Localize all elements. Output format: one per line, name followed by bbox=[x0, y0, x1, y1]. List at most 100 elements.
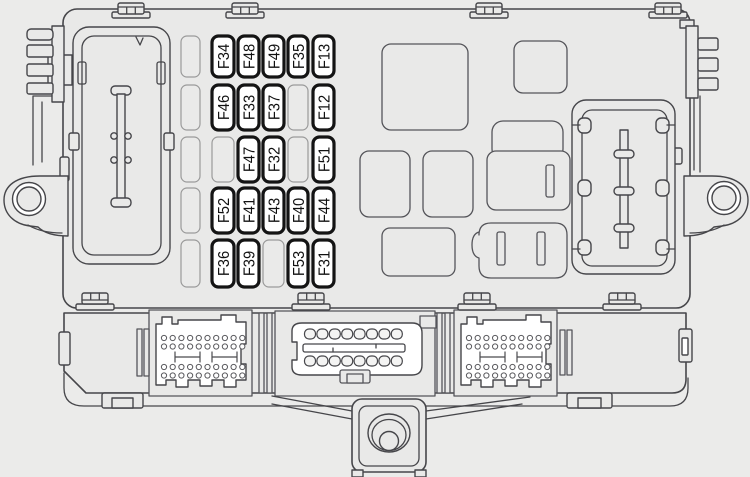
connector-pin-hole bbox=[535, 343, 542, 350]
fuse-label: F31 bbox=[316, 251, 333, 276]
connector-pin-hole bbox=[195, 363, 202, 371]
right-comb bbox=[671, 19, 719, 173]
fuse-F52: F52 bbox=[210, 186, 236, 235]
connector-pin-hole bbox=[221, 363, 228, 371]
connector-pin-hole bbox=[492, 372, 499, 379]
connector-pin-hole bbox=[160, 372, 168, 379]
left-ear-hole-inner bbox=[16, 186, 42, 212]
connector-pin-hole bbox=[178, 343, 185, 350]
connector-pin-hole bbox=[465, 363, 473, 371]
right-connector bbox=[571, 99, 676, 275]
connector-pin-hole bbox=[483, 363, 490, 371]
connector-pin-hole bbox=[509, 334, 516, 342]
left-mounting-ear bbox=[3, 175, 69, 237]
fuse-label: F41 bbox=[241, 198, 258, 223]
left-ear-lip bbox=[27, 224, 63, 234]
connector-pin-hole bbox=[492, 334, 499, 342]
connector-pin-hole bbox=[239, 372, 246, 379]
connector-pin-hole bbox=[178, 372, 185, 379]
fuse-slot-empty bbox=[262, 239, 285, 288]
fuse-label: F48 bbox=[241, 44, 258, 69]
connector-pin-hole bbox=[239, 343, 246, 350]
connector-pin-hole bbox=[239, 363, 246, 371]
relay-socket-large-square bbox=[381, 43, 469, 131]
left-connector bbox=[68, 26, 175, 265]
fuse-slot-empty bbox=[180, 187, 201, 234]
bottom-left-key-glyphs bbox=[174, 351, 238, 363]
connector-pin-hole bbox=[465, 343, 473, 350]
fuse-label: F33 bbox=[241, 95, 258, 120]
fuse-F43: F43 bbox=[261, 186, 286, 235]
connector-pin-hole bbox=[160, 334, 168, 342]
connector-pin bbox=[316, 328, 329, 340]
connector-pin-hole bbox=[213, 334, 220, 342]
relay-socket-vertical-1 bbox=[359, 150, 411, 218]
fuse-F31: F31 bbox=[311, 238, 336, 289]
connector-pin-hole bbox=[474, 372, 481, 379]
top-tab bbox=[111, 2, 151, 19]
connector-pin-hole bbox=[239, 334, 246, 342]
connector-pin-hole bbox=[544, 343, 551, 350]
connector-pin-hole bbox=[518, 372, 525, 379]
connector-pin-hole bbox=[465, 372, 473, 379]
fuse-label: F12 bbox=[316, 95, 333, 120]
connector-pin-hole bbox=[526, 372, 534, 379]
right-arm bbox=[693, 95, 701, 173]
connector-pin-hole bbox=[230, 372, 237, 379]
top-tab bbox=[648, 2, 688, 19]
bracket-hole-inner bbox=[378, 430, 400, 452]
connector-pin-hole bbox=[221, 334, 228, 342]
fuse-label: F35 bbox=[291, 44, 308, 69]
right-mounting-ear bbox=[683, 175, 749, 237]
fuse-label: F37 bbox=[266, 95, 283, 120]
connector-pin bbox=[353, 328, 366, 340]
bottom-left-connector bbox=[136, 309, 253, 397]
connector-pin-hole bbox=[221, 343, 228, 350]
connector-pin-hole bbox=[492, 343, 499, 350]
seam-tab bbox=[457, 292, 497, 311]
fuse-label: F49 bbox=[266, 44, 283, 69]
connector-pin-hole bbox=[500, 334, 507, 342]
fuse-F34: F34 bbox=[210, 34, 236, 79]
fuse-slot-empty bbox=[211, 136, 235, 183]
left-connector-inner bbox=[81, 35, 162, 256]
connector-pin bbox=[353, 355, 366, 367]
connector-pin-hole bbox=[474, 363, 481, 371]
connector-pin-hole bbox=[204, 372, 211, 379]
connector-pin-hole bbox=[535, 334, 542, 342]
fuse-slot-empty bbox=[180, 84, 201, 131]
fuse-F12: F12 bbox=[311, 83, 336, 132]
left-arm bbox=[32, 95, 53, 166]
connector-pin-hole bbox=[213, 343, 220, 350]
connector-pin-hole bbox=[509, 372, 516, 379]
bottom-middle-tab bbox=[339, 369, 371, 384]
connector-pin bbox=[390, 355, 403, 367]
fuse-label: F46 bbox=[216, 95, 233, 120]
connector-pin-hole bbox=[169, 363, 176, 371]
connector-pin-hole bbox=[213, 363, 220, 371]
bottom-middle-center-slot bbox=[302, 343, 406, 353]
connector-pin-hole bbox=[187, 372, 194, 379]
seam-tab bbox=[602, 292, 642, 311]
relay-socket-small-square bbox=[513, 40, 568, 94]
mounting-tabs bbox=[75, 2, 688, 311]
connector-pin-hole bbox=[544, 372, 551, 379]
connector-pin-hole bbox=[195, 372, 202, 379]
bottom-right-key-glyphs bbox=[479, 351, 543, 363]
connector-pin-hole bbox=[500, 363, 507, 371]
right-ear-lip bbox=[689, 224, 725, 234]
connector-pin-hole bbox=[509, 363, 516, 371]
connector-pin-hole bbox=[169, 343, 176, 350]
right-connector-key-bar bbox=[613, 129, 635, 249]
fuse-label: F32 bbox=[266, 147, 283, 172]
fuse-label: F47 bbox=[241, 147, 258, 172]
connector-pin-hole bbox=[474, 334, 481, 342]
connector-pin-hole bbox=[526, 334, 534, 342]
connector-pin-hole bbox=[544, 334, 551, 342]
connector-pin-hole bbox=[500, 343, 507, 350]
fuse-label: F13 bbox=[316, 44, 333, 69]
bottom-mounting-bracket bbox=[271, 395, 531, 477]
top-tab bbox=[225, 2, 265, 19]
fuse-F48: F48 bbox=[236, 34, 261, 79]
